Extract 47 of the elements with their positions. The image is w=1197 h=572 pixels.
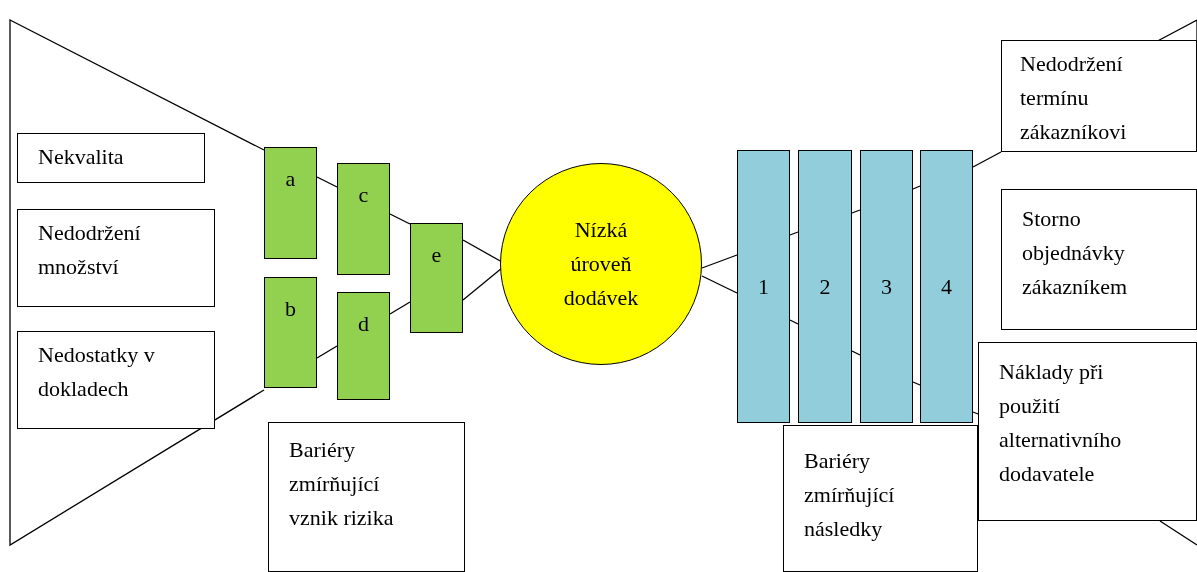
barrier-box <box>337 163 390 275</box>
funnel-line <box>972 411 979 415</box>
funnel-line <box>389 301 411 315</box>
barrier-box <box>264 147 317 259</box>
node-label: 2 <box>819 272 831 301</box>
funnel-line <box>912 185 921 190</box>
barrier-box <box>860 150 913 423</box>
barrier-box <box>798 150 852 423</box>
node-label: Storno objednávky zákazníkem <box>1022 205 1129 301</box>
cause-box <box>17 331 215 429</box>
barrier-box <box>264 277 317 388</box>
funnel-line <box>316 176 338 188</box>
node-label: Nedodržení množství <box>38 219 142 281</box>
funnel-line <box>912 381 921 386</box>
note-box <box>783 425 978 572</box>
node-label: Bariéry zmírňující vznik rizika <box>289 436 395 532</box>
node-label: Bariéry zmírňující následky <box>804 447 896 543</box>
node-label: Náklady při použití alternativního dodavatele <box>999 358 1123 488</box>
funnel-line <box>701 254 738 269</box>
funnel-line <box>389 213 411 225</box>
node-label: a <box>284 165 297 193</box>
funnel-line <box>972 151 1002 168</box>
barrier-box <box>410 223 463 333</box>
node-label: 1 <box>758 272 769 301</box>
barrier-box <box>337 292 390 400</box>
node-label: e <box>430 241 443 269</box>
node-label: Nedodržení termínu zákazníkovi <box>1020 50 1128 146</box>
consequence-box <box>1001 189 1197 330</box>
funnel-line <box>701 275 738 294</box>
node-label: d <box>357 310 370 338</box>
node-label: Nedostatky v dokladech <box>38 341 156 403</box>
funnel-line <box>851 209 861 214</box>
barrier-box <box>737 150 790 423</box>
node-label: c <box>357 181 370 209</box>
node-label: 4 <box>941 272 952 301</box>
note-box <box>268 422 465 572</box>
node-label: Nízká úroveň dodávek <box>562 216 640 312</box>
node-label: 3 <box>881 272 892 301</box>
barrier-box <box>920 150 973 423</box>
node-label: Nekvalita <box>38 143 125 171</box>
cause-box <box>17 209 215 307</box>
consequence-box <box>1001 40 1197 152</box>
funnel-line <box>789 231 799 236</box>
consequence-box <box>978 342 1197 521</box>
node-label: b <box>284 295 297 323</box>
funnel-line <box>316 345 338 359</box>
cause-box <box>17 133 205 183</box>
